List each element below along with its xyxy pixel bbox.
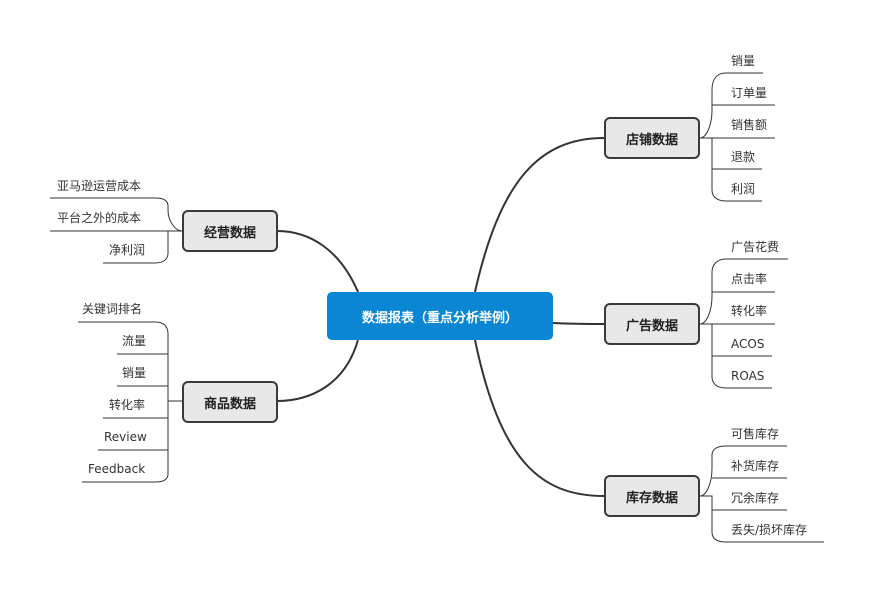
leaf-store-refunds[interactable]: 退款 <box>731 150 756 164</box>
leaf-inventory-lost-damaged[interactable]: 丢失/损坏库存 <box>731 523 808 537</box>
branch-ads[interactable]: 广告数据 <box>604 303 700 345</box>
leaf-ads-cvr[interactable]: 转化率 <box>731 304 768 318</box>
branch-inventory-label: 库存数据 <box>625 490 678 506</box>
product-leaf-lines <box>78 321 182 483</box>
connector-root-store <box>474 137 605 293</box>
leaf-product-sales[interactable]: 销量 <box>122 366 147 380</box>
branch-operations[interactable]: 经营数据 <box>182 210 278 252</box>
leaf-product-conversion[interactable]: 转化率 <box>109 398 146 412</box>
branch-product-label: 商品数据 <box>203 396 256 412</box>
branch-inventory[interactable]: 库存数据 <box>604 475 700 517</box>
leaf-store-profit[interactable]: 利润 <box>731 182 756 196</box>
branch-operations-label: 经营数据 <box>203 225 256 241</box>
leaf-product-review[interactable]: Review <box>104 430 147 444</box>
leaf-store-orders[interactable]: 订单量 <box>731 86 768 100</box>
leaf-ads-ctr[interactable]: 点击率 <box>731 272 768 286</box>
connector-root-product <box>276 339 359 402</box>
leaf-ads-spend[interactable]: 广告花费 <box>731 240 780 254</box>
leaf-product-keyword-rank[interactable]: 关键词排名 <box>82 302 143 316</box>
leaf-operations-amazon-cost[interactable]: 亚马逊运营成本 <box>57 179 142 193</box>
connector-root-operations <box>276 230 359 293</box>
leaf-store-revenue[interactable]: 销售额 <box>731 118 768 132</box>
branch-product[interactable]: 商品数据 <box>182 381 278 423</box>
store-leaf-lines <box>699 72 775 202</box>
root-node-label: 数据报表（重点分析举例） <box>361 310 518 326</box>
leaf-product-feedback[interactable]: Feedback <box>88 462 146 476</box>
ads-leaf-lines <box>699 258 788 389</box>
branch-ads-label: 广告数据 <box>625 318 678 334</box>
leaf-inventory-available[interactable]: 可售库存 <box>731 427 780 441</box>
root-node[interactable]: 数据报表（重点分析举例） <box>327 292 553 340</box>
leaf-inventory-restock[interactable]: 补货库存 <box>731 459 780 473</box>
branch-store-label: 店铺数据 <box>625 132 678 148</box>
leaf-product-traffic[interactable]: 流量 <box>122 334 147 348</box>
leaf-ads-roas[interactable]: ROAS <box>731 369 765 383</box>
inventory-leaf-lines <box>699 445 824 543</box>
leaf-ads-acos[interactable]: ACOS <box>731 337 765 351</box>
leaf-operations-offplatform-cost[interactable]: 平台之外的成本 <box>57 211 142 225</box>
leaf-store-sales[interactable]: 销量 <box>731 54 756 68</box>
leaf-operations-net-profit[interactable]: 净利润 <box>109 243 146 257</box>
branch-store[interactable]: 店铺数据 <box>604 117 700 159</box>
operations-leaf-lines <box>50 197 183 264</box>
connector-root-inventory <box>474 339 605 497</box>
leaf-inventory-excess[interactable]: 冗余库存 <box>731 491 780 505</box>
connector-root-ads <box>552 322 605 325</box>
